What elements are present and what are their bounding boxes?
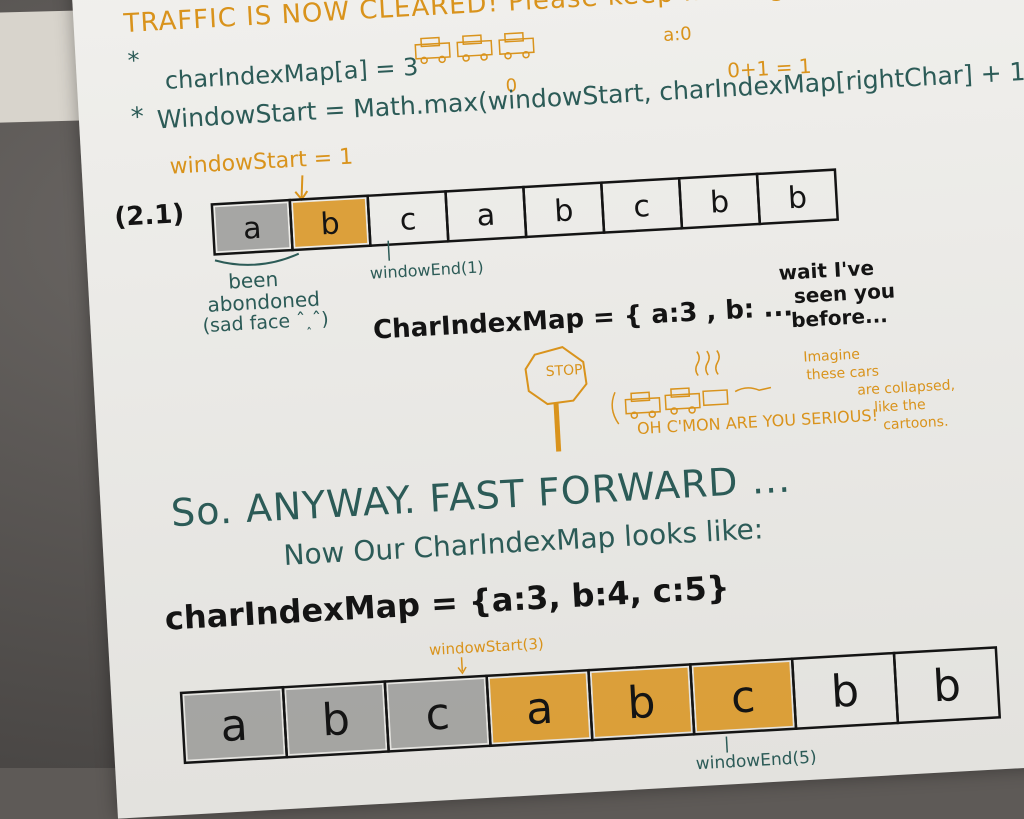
windowstart-3-arrow [460, 657, 464, 672]
array-cell-value: b [709, 185, 730, 221]
array-cell-value: a [525, 683, 555, 735]
windowend-5-arrow [725, 736, 729, 753]
abandoned-highlight [184, 690, 284, 760]
array-cell [892, 646, 1002, 725]
array-cell-value: b [626, 677, 657, 729]
array-cell-value: b [830, 666, 861, 718]
collapsed-car-doodles [611, 350, 772, 425]
array-cell-value: a [476, 198, 496, 234]
array-cell-value: b [932, 660, 963, 712]
array-cell-value: a [242, 211, 262, 247]
window-highlight [693, 661, 793, 732]
array-cell [755, 168, 840, 226]
array-cell-value: b [320, 206, 341, 242]
array-cell-value: c [399, 202, 417, 238]
windowstart-1-arrow [300, 175, 304, 198]
paper-sheet: TRAFFIC IS NOW CLEARED! Please keep movi… [70, 0, 1024, 819]
array-cell-value: c [730, 671, 757, 723]
array-cell-value: b [787, 180, 808, 216]
drawings: a b c a b c b b a b c a b c b b [179, 32, 1002, 765]
abandoned-highlight [215, 203, 290, 252]
stop-sign [524, 346, 588, 452]
array-cell-value: b [553, 193, 574, 229]
window-highlight [489, 673, 590, 743]
array-cell-value: a [219, 700, 249, 752]
windowstart-3-arrowhead [457, 666, 467, 675]
car-doodles-top [414, 32, 535, 65]
abandoned-highlight [286, 684, 386, 754]
array-cell-value: c [424, 688, 451, 740]
abandoned-brace [214, 252, 300, 266]
array-cell-value: b [320, 694, 351, 746]
abandoned-highlight [387, 679, 488, 749]
window-highlight [292, 198, 368, 247]
window-highlight [591, 667, 692, 737]
windowend-1-arrow [387, 240, 391, 261]
array-cell-value: c [632, 189, 650, 225]
